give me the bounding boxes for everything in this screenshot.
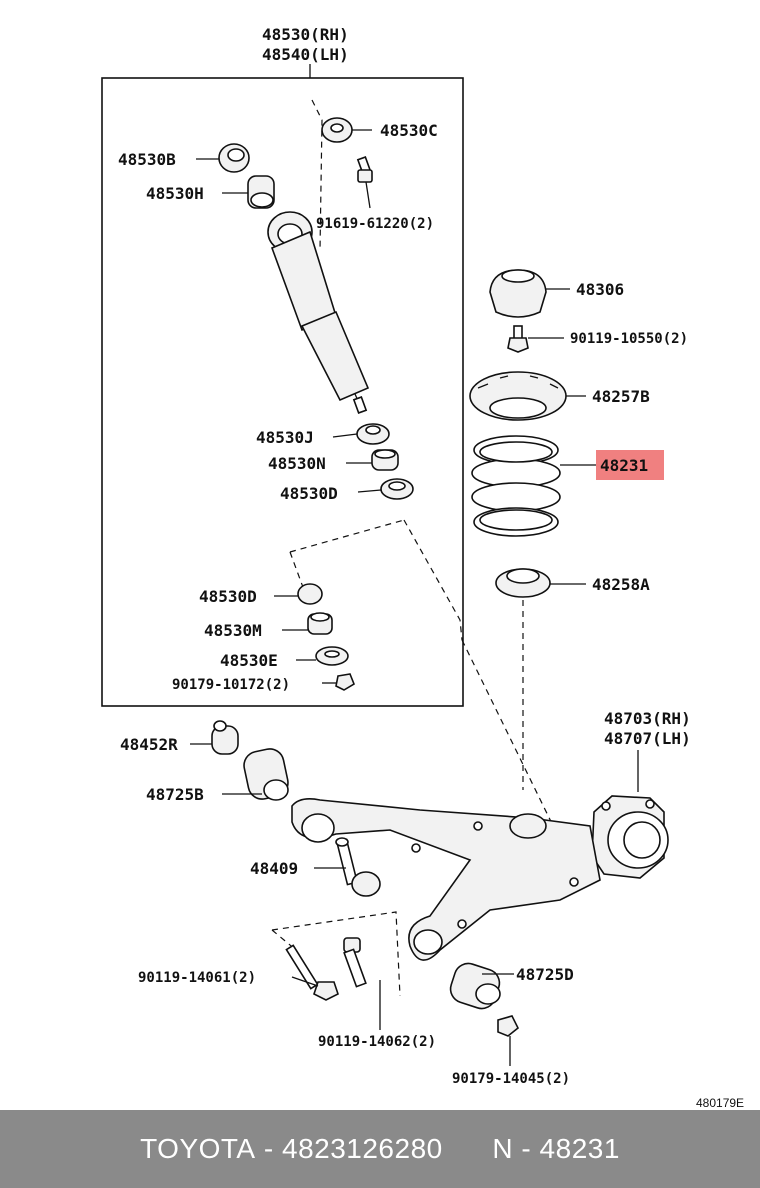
leader-90119-14061 [291, 976, 319, 987]
bolt-90119-14062-part[interactable] [343, 937, 367, 988]
footer-sep-1: - [255, 1133, 282, 1164]
highlight-48231 [596, 450, 664, 480]
label-91619: 91619-61220(2) [316, 216, 434, 232]
bolt-91619-part[interactable] [356, 156, 373, 183]
label-48231: 48231 [600, 456, 648, 475]
footer-gap [443, 1133, 493, 1165]
bushing-48530m-part[interactable] [307, 612, 333, 635]
spring-mount-48306-part[interactable] [489, 269, 547, 318]
footer-ref: 48231 [539, 1133, 620, 1164]
parts-diagram: 48530(RH) 48540(LH) 48530C 91619-61220(2… [101, 25, 744, 1110]
label-48257b: 48257B [592, 387, 650, 406]
washer-48530j-part[interactable] [356, 423, 390, 445]
diagram-code: 480179E [696, 1096, 744, 1110]
bolt-90119-14061-part[interactable] [285, 944, 339, 1001]
label-48530d-lower: 48530D [199, 587, 257, 606]
dashed-guide-upper [311, 99, 323, 251]
label-48530c: 48530C [380, 121, 438, 140]
bushing-48725b-part[interactable] [241, 746, 290, 801]
washer-48530e-part[interactable] [315, 646, 349, 666]
coil-spring-48231-part[interactable] [471, 435, 561, 537]
bushing-48530b-part[interactable] [218, 143, 250, 173]
label-90179-10172: 90179-10172(2) [172, 677, 290, 693]
label-48530j: 48530J [256, 428, 314, 447]
insulator-48257b-part[interactable] [469, 371, 567, 421]
washer-48530d-lower-part[interactable] [297, 583, 323, 605]
footer-sep-2: - [513, 1133, 540, 1164]
cam-bolt-48409-part[interactable] [335, 837, 381, 897]
footer-brand: TOYOTA [140, 1133, 256, 1164]
washer-48530d-upper-part[interactable] [380, 478, 414, 500]
steering-knuckle-part[interactable] [591, 795, 669, 879]
label-48306: 48306 [576, 280, 624, 299]
group-header-rh: 48530(RH) [262, 25, 349, 44]
lower-control-arm-part[interactable] [291, 798, 601, 961]
label-90119-10550: 90119-10550(2) [570, 331, 688, 347]
label-48725d: 48725D [516, 965, 574, 984]
label-90119-14061: 90119-14061(2) [138, 970, 256, 986]
shock-absorber-group-box [101, 77, 464, 707]
group-header-lh: 48540(LH) [262, 45, 349, 64]
label-48530n: 48530N [268, 454, 326, 473]
bushing-48725d-part[interactable] [447, 960, 503, 1012]
leader-48530d-upper [357, 489, 382, 493]
bumper-48452r-part[interactable] [211, 720, 239, 755]
label-48409: 48409 [250, 859, 298, 878]
bushing-48530n-part[interactable] [371, 449, 399, 471]
dashed-guide-bolts [271, 911, 401, 997]
label-48530d-upper: 48530D [280, 484, 338, 503]
label-48530m: 48530M [204, 621, 262, 640]
bushing-48530h-part[interactable] [247, 175, 275, 209]
nut-90179-14045-part[interactable] [497, 1015, 520, 1037]
label-48703: 48703(RH) [604, 709, 691, 728]
label-48530h: 48530H [146, 184, 204, 203]
bolt-90119-10550-part[interactable] [507, 325, 529, 353]
dashed-guide-lower-drop [289, 551, 305, 591]
footer-prefix: N [492, 1133, 514, 1164]
leader-48530j [332, 433, 358, 438]
label-48530b: 48530B [118, 150, 176, 169]
nut-90179-10172-part[interactable] [335, 673, 355, 691]
label-90119-14062: 90119-14062(2) [318, 1034, 436, 1050]
footer-bar: TOYOTA - 4823126280 N - 48231 [0, 1110, 760, 1188]
footer-part-number: 4823126280 [282, 1133, 443, 1164]
label-48530e: 48530E [220, 651, 278, 670]
dashed-guide-shock-lower [403, 519, 463, 641]
label-48258a: 48258A [592, 575, 650, 594]
insulator-48258a-part[interactable] [495, 568, 551, 598]
dashed-guide-lower-set [289, 519, 405, 553]
label-90179-14045: 90179-14045(2) [452, 1071, 570, 1087]
leader-91619 [365, 181, 371, 209]
label-48707: 48707(LH) [604, 729, 691, 748]
label-48452r: 48452R [120, 735, 178, 754]
label-48725b: 48725B [146, 785, 204, 804]
mount-48530c-part[interactable] [321, 117, 353, 143]
shock-absorber-part[interactable] [267, 211, 370, 414]
